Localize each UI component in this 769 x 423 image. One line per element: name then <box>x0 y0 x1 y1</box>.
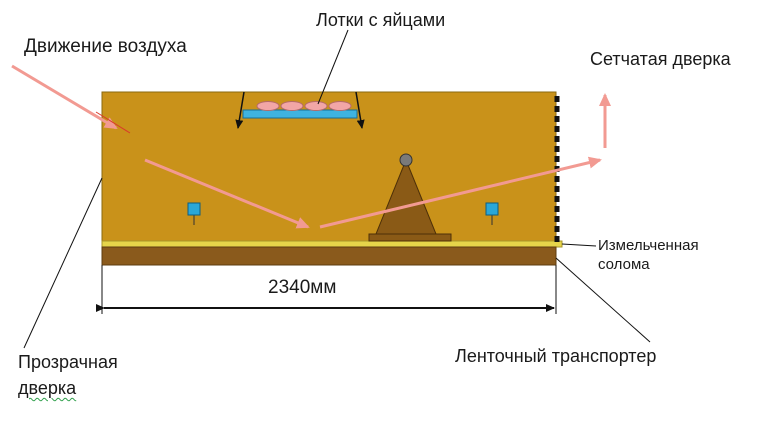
egg-tray <box>242 109 358 119</box>
chopped-straw-strip <box>101 240 563 248</box>
chopped-straw-label-line1: Измельченная <box>598 237 699 254</box>
egg <box>256 101 280 111</box>
chopped-straw-label-line2: солома <box>598 256 650 273</box>
tray-hanger-left <box>235 91 245 129</box>
cone <box>375 158 437 235</box>
air-inlet-arrow-edge <box>95 111 131 134</box>
egg-trays-label: Лотки с яйцами <box>316 10 446 30</box>
air-flow-up-arrow <box>319 156 602 229</box>
air-movement-label: Движение воздуха <box>24 36 187 57</box>
tray-hanger-right <box>355 91 365 129</box>
air-flow-down-arrow <box>144 158 310 229</box>
egg <box>304 101 328 111</box>
sensor-right <box>485 202 499 216</box>
egg <box>280 101 304 111</box>
leader-transparent-door <box>23 177 103 349</box>
leader-chopped-straw <box>561 243 597 247</box>
leader-belt-conveyor <box>555 257 651 343</box>
dimension-label: 2340мм <box>268 277 337 298</box>
belt-conveyor-floor <box>101 246 557 266</box>
air-inlet-arrow <box>11 64 118 130</box>
transparent-door-label-line2: дверка <box>18 378 77 398</box>
egg <box>328 101 352 111</box>
sensor-left <box>187 202 201 216</box>
leader-egg-trays <box>317 29 349 105</box>
cone-base <box>368 233 452 242</box>
belt-conveyor-label: Ленточный транспортер <box>455 346 657 366</box>
mesh-door-label: Сетчатая дверка <box>590 49 731 69</box>
transparent-door-label-line1: Прозрачная <box>18 352 118 372</box>
cone-top-knob <box>399 153 413 167</box>
